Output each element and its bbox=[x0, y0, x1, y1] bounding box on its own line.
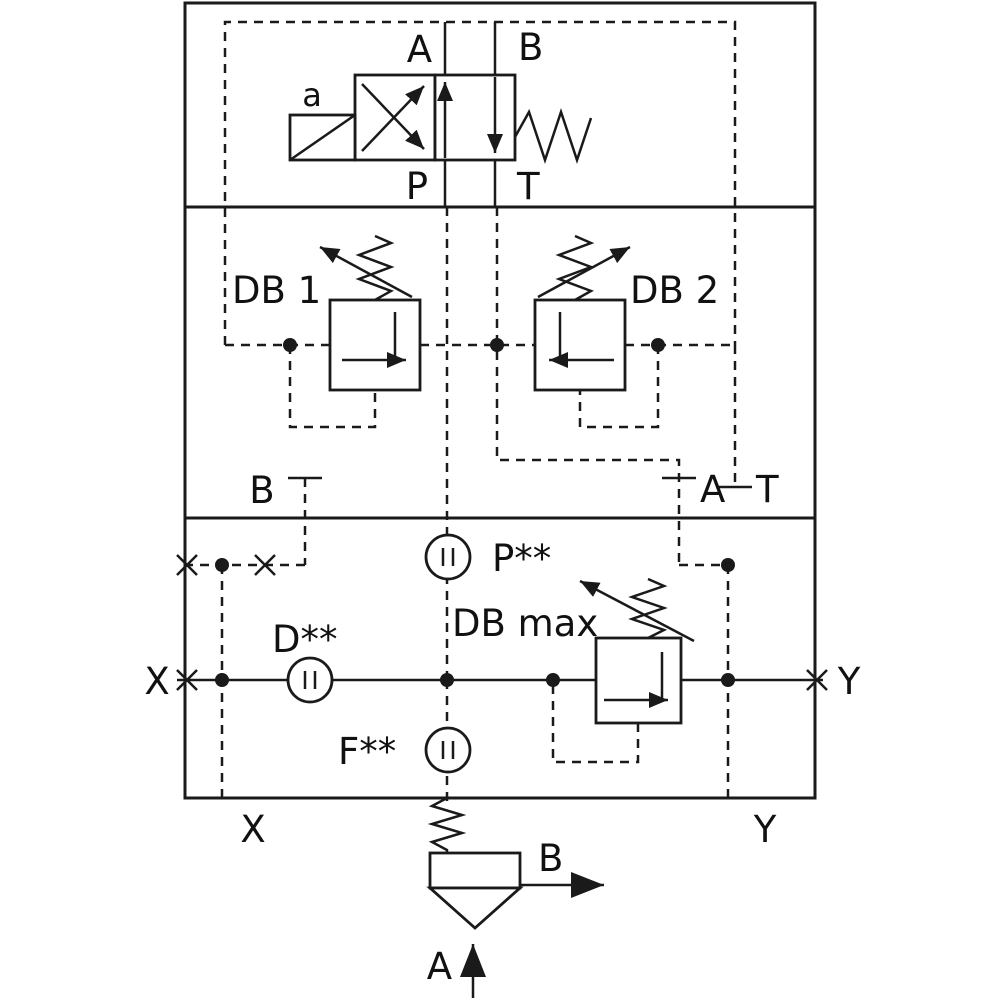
valve-port-a-label: A bbox=[407, 28, 432, 71]
out-port-b-label: B bbox=[538, 837, 563, 880]
main-lines bbox=[177, 22, 823, 801]
closed-port-icon-x bbox=[176, 669, 198, 691]
bottom-port-x-label: X bbox=[240, 808, 265, 851]
junction-dots bbox=[215, 338, 735, 687]
dbmax-spring-icon bbox=[628, 577, 668, 640]
measuring-point-f-marks bbox=[441, 741, 455, 759]
closed-port-icon-y bbox=[806, 669, 828, 691]
crossed-flow-arrow-1 bbox=[361, 85, 425, 152]
dbmax-adjust-arrow-icon bbox=[579, 579, 695, 643]
db1-body bbox=[328, 298, 422, 392]
db1-pilot-line bbox=[288, 345, 377, 429]
db2-body bbox=[533, 298, 627, 392]
valve-port-p-label: P bbox=[406, 165, 428, 208]
junction-dot bbox=[546, 673, 560, 687]
measuring-point-f bbox=[424, 726, 472, 774]
valve-port-b-label: B bbox=[518, 26, 543, 69]
labels: A B P T a DB 1 DB 2 DB max B A T P** D**… bbox=[144, 26, 860, 988]
dbmax-body bbox=[594, 636, 683, 725]
junction-dot bbox=[283, 338, 297, 352]
return-spring-icon bbox=[513, 108, 593, 164]
check-valve-poppet bbox=[426, 886, 524, 930]
manifold-housing bbox=[183, 1, 817, 800]
measuring-point-p-marks bbox=[441, 548, 455, 566]
valve-position-right bbox=[433, 73, 517, 162]
relief-valve-db2 bbox=[533, 234, 631, 392]
measuring-f-label: F** bbox=[338, 730, 396, 773]
db2-adjust-arrow-icon bbox=[537, 245, 631, 299]
db2-spring-icon bbox=[555, 234, 595, 302]
mid-port-a-label: A bbox=[700, 468, 725, 511]
db1-label: DB 1 bbox=[232, 269, 321, 312]
mid-port-t-label: T bbox=[755, 468, 779, 511]
mid-port-b-label: B bbox=[249, 469, 274, 512]
junction-dot bbox=[651, 338, 665, 352]
junction-dot bbox=[215, 558, 229, 572]
t-channel-line bbox=[495, 207, 681, 565]
solenoid-a-label: a bbox=[302, 76, 322, 114]
junction-dot bbox=[721, 673, 735, 687]
check-valve-body bbox=[428, 851, 522, 890]
db1-adjust-arrow-icon bbox=[319, 245, 413, 299]
side-port-x-label: X bbox=[144, 660, 169, 703]
measuring-point-d-marks bbox=[303, 671, 317, 689]
junction-dot bbox=[440, 673, 454, 687]
relief-valve-dbmax bbox=[579, 577, 695, 725]
pilot-loop-line bbox=[223, 20, 737, 345]
measuring-p-label: P** bbox=[492, 537, 551, 580]
junction-dot bbox=[721, 558, 735, 572]
closed-port-icon-b2 bbox=[254, 554, 276, 576]
measuring-point-p bbox=[424, 533, 472, 581]
db1-spring-icon bbox=[355, 234, 395, 302]
measuring-points bbox=[286, 533, 472, 774]
closed-port-icon-b1 bbox=[176, 554, 198, 576]
measuring-point-d bbox=[286, 656, 334, 704]
housing-bottom-block bbox=[183, 516, 817, 800]
in-port-a-label: A bbox=[427, 945, 452, 988]
db2-pilot-line bbox=[578, 345, 660, 429]
junction-dot bbox=[215, 673, 229, 687]
relief-valve-db1 bbox=[319, 234, 422, 392]
junction-dot bbox=[490, 338, 504, 352]
measuring-d-label: D** bbox=[272, 618, 338, 661]
bottom-port-y-label: Y bbox=[753, 808, 777, 851]
solenoid-diagonal bbox=[289, 113, 356, 162]
db2-label: DB 2 bbox=[630, 269, 719, 312]
closed-port-marks bbox=[176, 554, 828, 691]
crossed-flow-arrow-2 bbox=[361, 83, 425, 150]
dbmax-pilot-line bbox=[551, 680, 640, 764]
side-port-y-label: Y bbox=[837, 660, 861, 703]
check-valve-assembly bbox=[426, 796, 604, 998]
check-valve-spring-icon bbox=[427, 796, 467, 853]
valve-port-t-label: T bbox=[516, 165, 540, 208]
directional-valve bbox=[288, 73, 593, 164]
dbmax-label: DB max bbox=[452, 602, 598, 645]
